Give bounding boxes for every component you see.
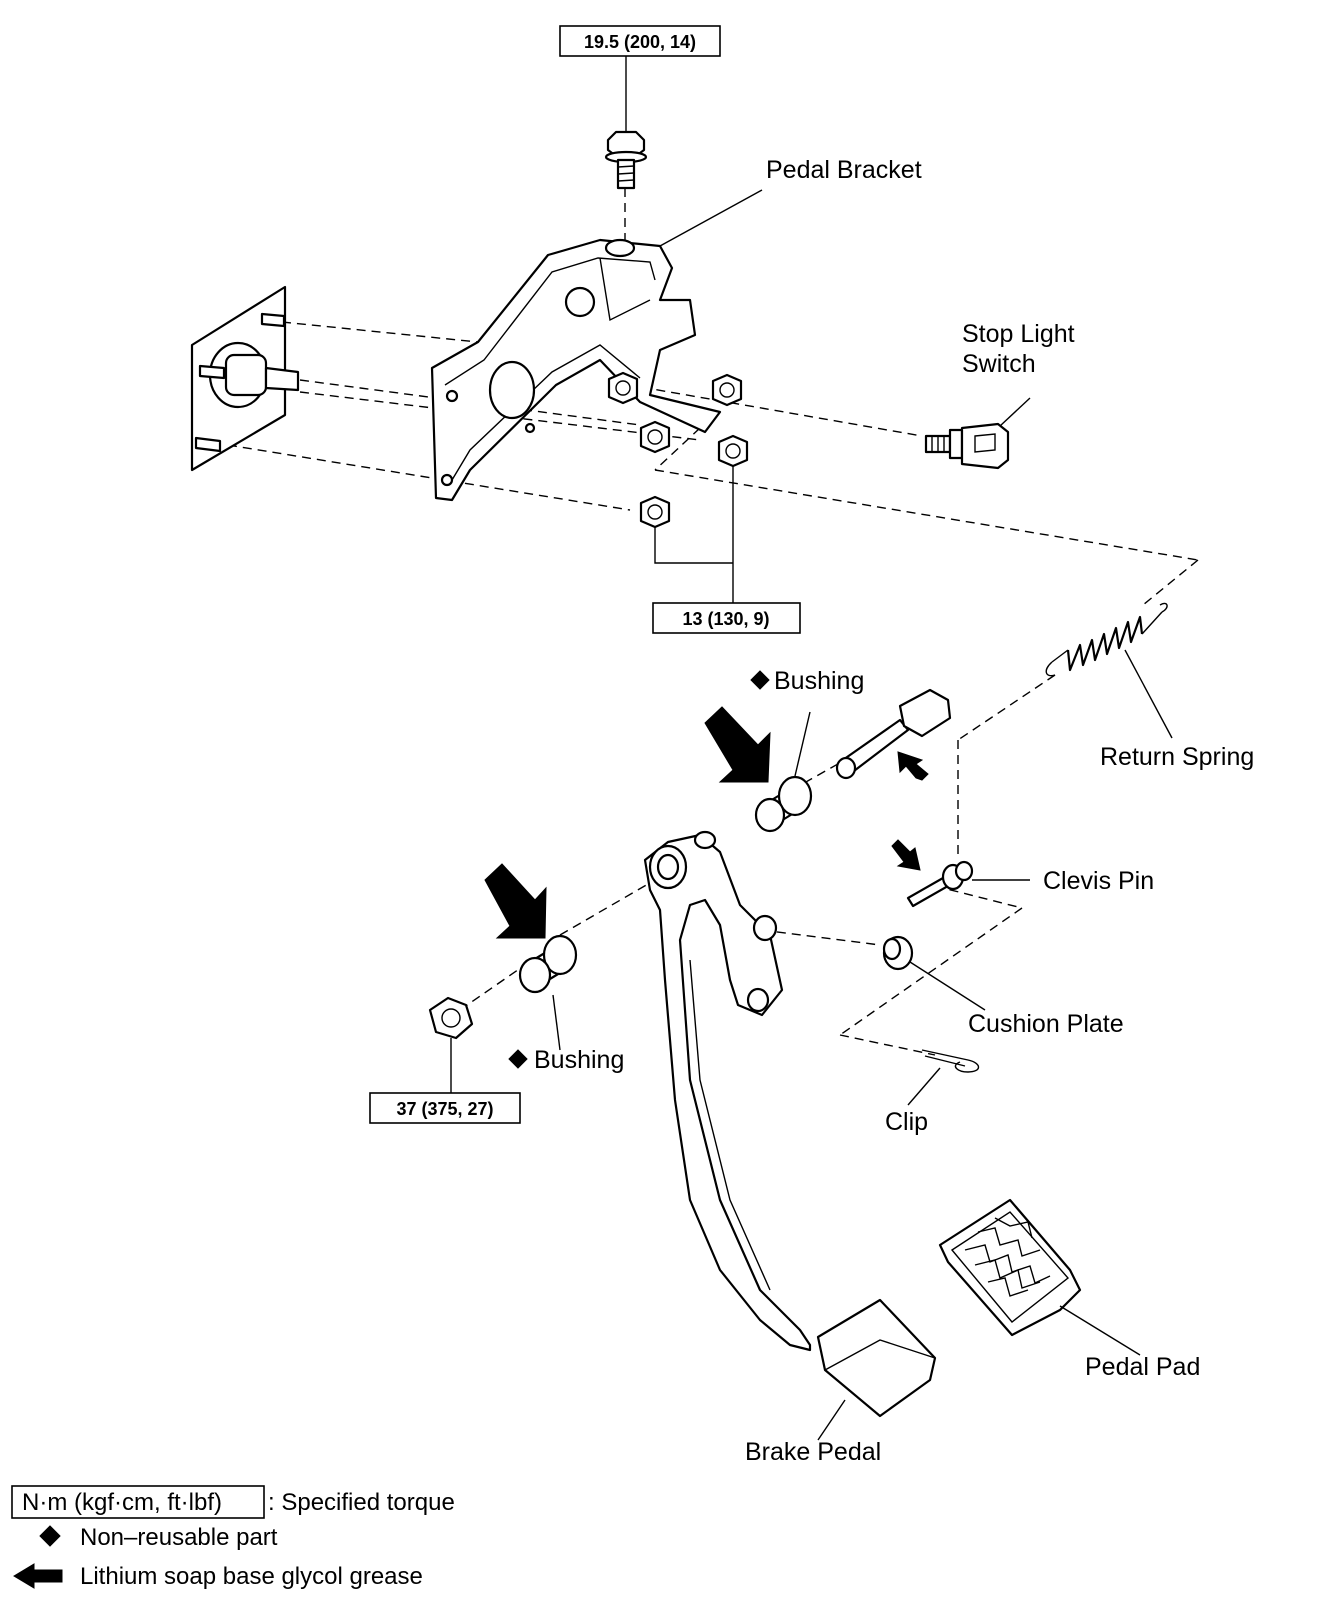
bushing-label-text: Bushing [774, 667, 864, 695]
label-bushing-lower: Bushing [508, 1046, 624, 1074]
nut [639, 420, 671, 454]
torque-value: 13 (130, 9) [682, 609, 769, 629]
diamond-icon [39, 1525, 61, 1547]
bushing-label-text: Bushing [534, 1046, 624, 1074]
label-cushion-plate: Cushion Plate [968, 1010, 1124, 1038]
grease-arrow-icon [484, 863, 547, 939]
label-pedal-bracket: Pedal Bracket [766, 156, 922, 184]
legend-non-reusable: Non–reusable part [39, 1524, 278, 1551]
bushing-upper [754, 711, 813, 833]
pedal-bracket [430, 189, 763, 502]
stop-light-switch [924, 397, 1031, 470]
grease-arrow-icon [704, 706, 771, 783]
diamond-icon [750, 670, 770, 690]
cushion-plate [882, 935, 986, 1011]
legend-torque-unit: N·m (kgf·cm, ft·lbf) [22, 1489, 222, 1516]
label-clevis-pin: Clevis Pin [1043, 867, 1154, 895]
grease-arrow-icon [891, 839, 921, 871]
label-pedal-pad: Pedal Pad [1085, 1353, 1200, 1381]
clip [907, 1049, 980, 1106]
torque-box-bracket-bolt: 19.5 (200, 14) [559, 25, 721, 57]
legend-grease-text: Lithium soap base glycol grease [80, 1563, 423, 1590]
grease-arrow-icon [897, 751, 929, 781]
nut [711, 373, 743, 407]
clevis-pin [906, 860, 1030, 908]
label-bushing-upper: Bushing [750, 667, 864, 695]
label-stop-light-switch-line2: Switch [962, 350, 1036, 378]
nut [717, 434, 749, 468]
legend-torque: N·m (kgf·cm, ft·lbf) : Specified torque [11, 1485, 455, 1519]
pivot-bolt [835, 688, 952, 780]
bushing-lower [518, 934, 578, 1051]
nut [639, 495, 671, 529]
arrow-left-icon [13, 1563, 63, 1589]
torque-value: 37 (375, 27) [396, 1099, 493, 1119]
dash-panel [190, 285, 300, 472]
label-clip: Clip [885, 1108, 928, 1136]
brake-pedal [643, 830, 937, 1441]
label-stop-light-switch-line1: Stop Light [962, 320, 1075, 348]
legend-torque-text: : Specified torque [268, 1489, 455, 1516]
pedal-pad [938, 1198, 1141, 1356]
legend-grease: Lithium soap base glycol grease [13, 1563, 423, 1590]
return-spring [1045, 602, 1173, 739]
pivot-nut [428, 996, 474, 1093]
nut [607, 371, 639, 405]
label-brake-pedal: Brake Pedal [745, 1438, 881, 1466]
label-return-spring: Return Spring [1100, 743, 1254, 771]
torque-box-bracket-nuts: 13 (130, 9) [652, 602, 801, 634]
diamond-icon [508, 1049, 528, 1069]
nuts [607, 371, 749, 603]
torque-value: 19.5 (200, 14) [584, 32, 696, 52]
bracket-bolt [604, 56, 648, 190]
torque-box-pivot-nut: 37 (375, 27) [369, 1092, 521, 1124]
legend-non-reusable-text: Non–reusable part [80, 1524, 278, 1551]
legend: N·m (kgf·cm, ft·lbf) : Specified torque … [11, 1485, 455, 1590]
